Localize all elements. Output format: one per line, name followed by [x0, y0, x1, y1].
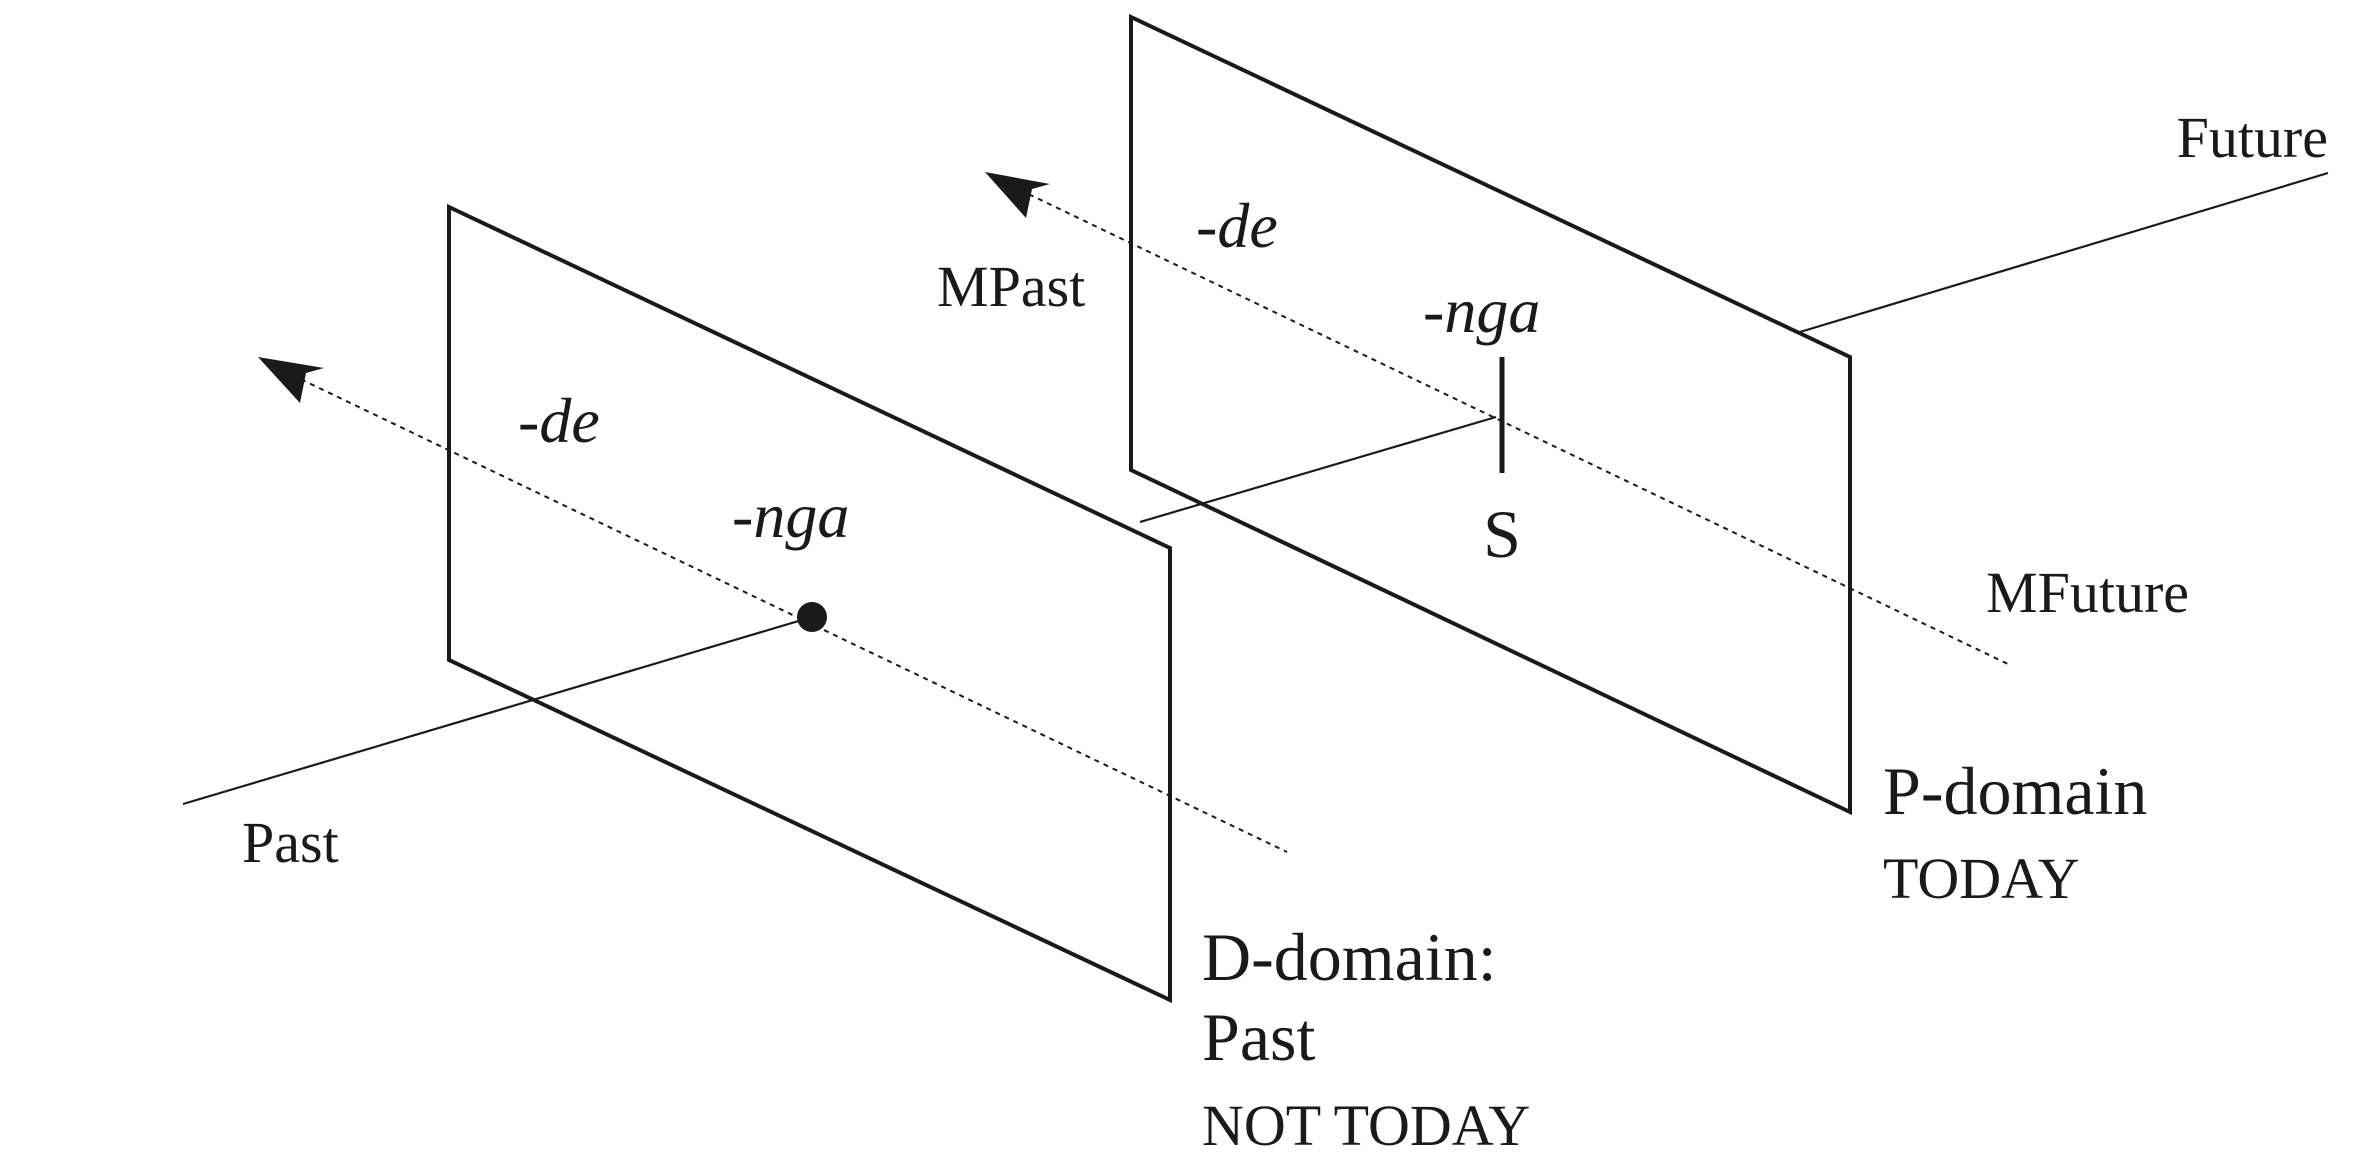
- d-domain-caption: NOT TODAY: [1202, 1093, 1530, 1158]
- p-domain-nga-suffix: -nga: [1423, 275, 1540, 346]
- d-domain-plane: [447, 203, 1172, 1004]
- d-domain-arrowhead: [258, 357, 324, 403]
- d-domain-subtitle: Past: [1202, 999, 1315, 1075]
- d-domain-dotted-axis: [291, 374, 1288, 853]
- p-domain-caption: TODAY: [1883, 846, 2080, 911]
- d-domain-title: D-domain:: [1202, 919, 1497, 995]
- past-label: Past: [242, 810, 339, 875]
- time-axis-past-segment: [182, 615, 813, 806]
- p-domain-de-suffix: -de: [1196, 190, 1278, 261]
- p-domain-dotted-axis: [1019, 189, 2011, 666]
- s-label: S: [1483, 496, 1521, 572]
- time-axis-middle-segment: [1139, 415, 1497, 524]
- p-domain-title: P-domain: [1883, 753, 2147, 829]
- mfuture-label: MFuture: [1986, 560, 2189, 625]
- mpast-label: MPast: [937, 254, 1085, 319]
- d-domain-nga-suffix: -nga: [732, 480, 849, 551]
- d-domain-de-suffix: -de: [518, 385, 600, 456]
- p-domain-plane: [1129, 13, 1852, 816]
- future-label: Future: [2177, 105, 2328, 170]
- d-domain-reference-point: [797, 602, 827, 632]
- time-axis-future-segment: [1799, 171, 2329, 334]
- p-domain-arrowhead: [985, 172, 1050, 218]
